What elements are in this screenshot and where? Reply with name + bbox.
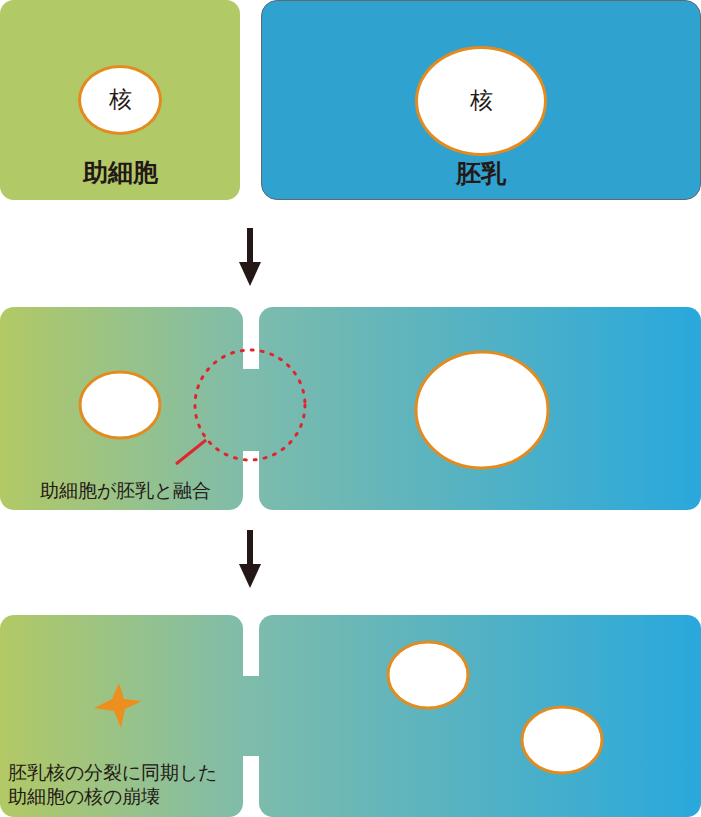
nucleus-label: 核 xyxy=(109,86,132,114)
collapse-label: 胚乳核の分裂に同期した 助細胞の核の崩壊 xyxy=(8,760,223,808)
fusion-highlight xyxy=(195,350,305,460)
leader-line xyxy=(176,440,206,464)
collapsed-nucleus xyxy=(94,683,142,728)
down-arrow xyxy=(239,530,261,588)
cell-name: 助細胞 xyxy=(0,158,240,188)
nucleus xyxy=(522,707,602,773)
nucleus xyxy=(80,372,160,438)
nucleus: 核 xyxy=(415,46,547,156)
nucleus: 核 xyxy=(78,65,162,135)
nucleus xyxy=(416,352,548,468)
endosperm-cell: 胚乳核 xyxy=(261,0,701,200)
fusion-label: 助細胞が胚乳と融合 xyxy=(40,478,211,502)
nucleus-label: 核 xyxy=(470,87,493,115)
fused-cells xyxy=(0,307,701,510)
cell-name: 胚乳 xyxy=(262,159,700,189)
fused-cells xyxy=(0,615,701,817)
synergid-cell: 助細胞核 xyxy=(0,0,240,200)
down-arrow xyxy=(239,228,261,286)
nucleus xyxy=(388,642,468,708)
